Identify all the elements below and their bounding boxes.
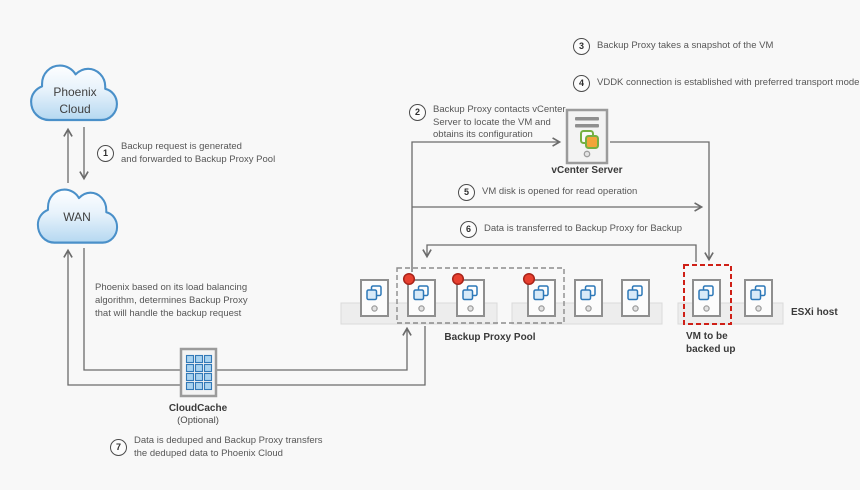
vm-server-icon (522, 272, 556, 317)
step-number-2: 2 (409, 104, 426, 121)
step-text-2: Backup Proxy contacts vCenter Server to … (433, 104, 566, 141)
line-wan-to-cloudcache (83, 248, 181, 371)
arrow-proxy-to-vcenter (411, 137, 562, 272)
step-number-5: 5 (458, 184, 475, 201)
vm-server-icon (451, 272, 485, 317)
load-balancing-note: Phoenix based on its load balancing algo… (95, 282, 248, 319)
step-text-5: VM disk is opened for read operation (482, 186, 638, 198)
cloudcache-label: CloudCache (168, 403, 228, 414)
vm-server-icon (360, 279, 389, 317)
step-annotation-2: 2 Backup Proxy contacts vCenter Server t… (409, 104, 566, 142)
esxi-host-label: ESXi host (791, 307, 838, 318)
step-text-3: Backup Proxy takes a snapshot of the VM (597, 40, 774, 52)
vm-server-icon (621, 279, 650, 317)
vcenter-server-icon (565, 108, 609, 165)
step-number-6: 6 (460, 221, 477, 238)
server-row (360, 272, 773, 317)
step-text-6: Data is transferred to Backup Proxy for … (484, 223, 683, 235)
step-annotation-6: 6 Data is transferred to Backup Proxy fo… (460, 221, 682, 238)
cloudcache-optional-label: (Optional) (177, 415, 219, 426)
active-proxy-dot (402, 272, 416, 286)
vm-server-icon (692, 279, 721, 317)
step-annotation-4: 4 VDDK connection is established with pr… (573, 75, 859, 92)
backup-proxy-pool-boundary (396, 267, 565, 324)
active-proxy-dot (522, 272, 536, 286)
step-number-4: 4 (573, 75, 590, 92)
step-annotation-3: 3 Backup Proxy takes a snapshot of the V… (573, 38, 773, 55)
phoenix-cloud-label: Phoenix Cloud (53, 85, 97, 117)
step-annotation-1: 1 Backup request is generated and forwar… (97, 141, 275, 166)
arrow-cloudcache-to-proxypool (216, 326, 412, 371)
line-proxypool-to-cloudcache (216, 326, 426, 386)
wan-cloud-label: WAN (63, 210, 91, 224)
arrow-vcenter-to-vm (610, 141, 714, 262)
step-number-1: 1 (97, 145, 114, 163)
vm-to-be-backed-up-label: VM to be backed up (686, 331, 736, 355)
vm-server-icon (402, 272, 436, 317)
step-text-4: VDDK connection is established with pref… (597, 77, 860, 89)
vcenter-server-label: vCenter Server (551, 165, 623, 176)
vm-server-icon (574, 279, 603, 317)
backup-proxy-pool-label: Backup Proxy Pool (444, 332, 536, 343)
step-number-7: 7 (110, 439, 127, 457)
step-number-3: 3 (573, 38, 590, 55)
arrow-data-to-proxy (422, 244, 697, 262)
step-text-1: Backup request is generated and forwarde… (121, 141, 276, 165)
arrow-cloudcache-to-wan (63, 248, 181, 386)
step-annotation-7: 7 Data is deduped and Backup Proxy trans… (110, 435, 323, 460)
step-annotation-5: 5 VM disk is opened for read operation (458, 184, 637, 201)
vm-backup-boundary (683, 264, 732, 325)
vm-server-icon (744, 279, 773, 317)
step-text-7: Data is deduped and Backup Proxy transfe… (134, 435, 323, 459)
active-proxy-dot (451, 272, 465, 286)
cloudcache-icon (179, 347, 218, 398)
